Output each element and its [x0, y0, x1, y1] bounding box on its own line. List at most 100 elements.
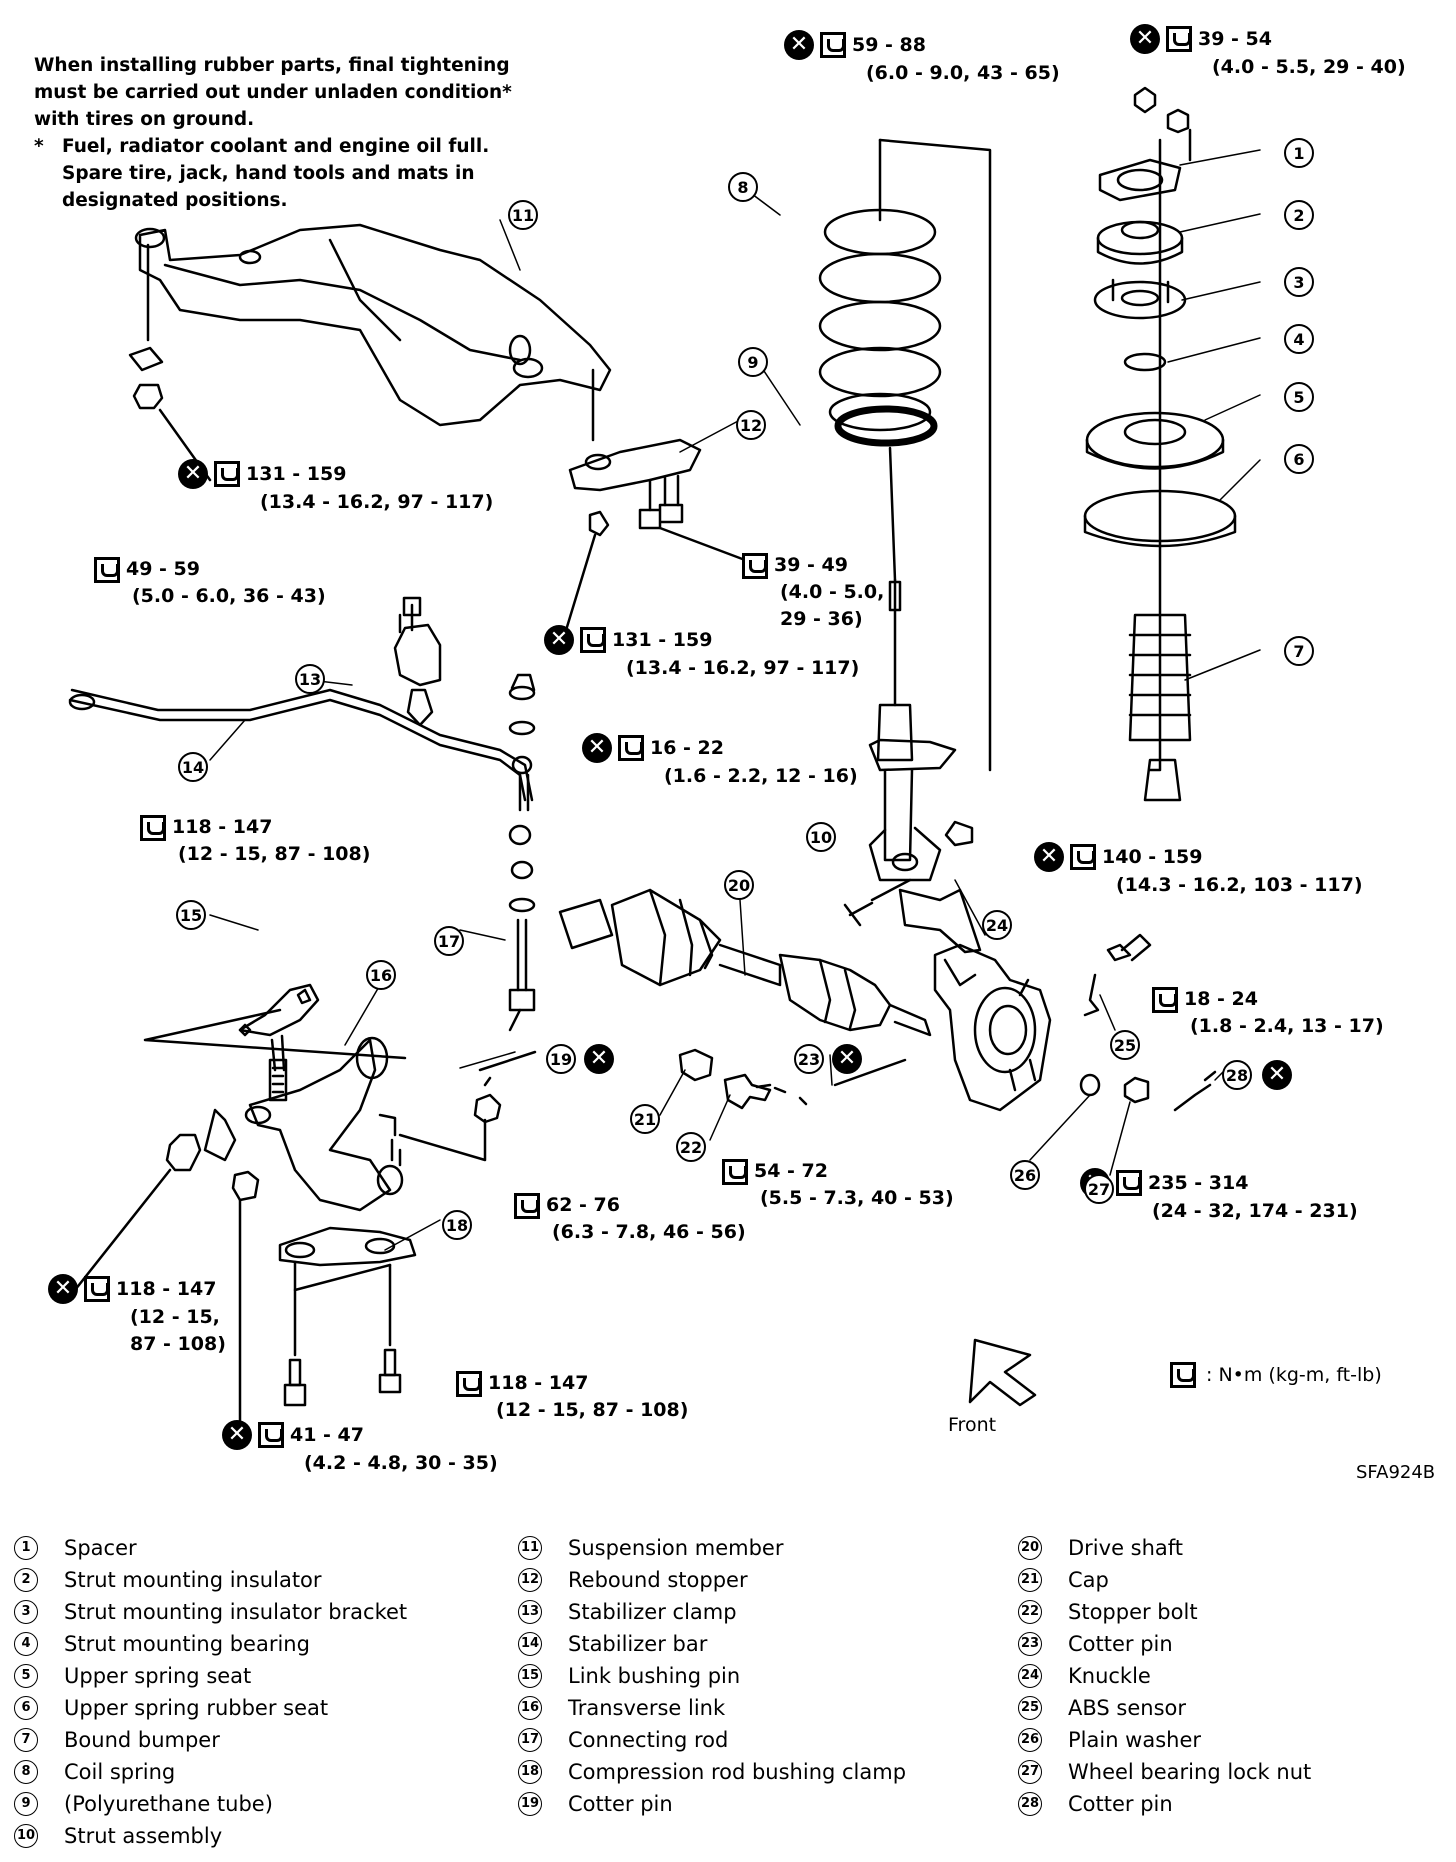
front-arrow: [968, 1338, 1037, 1407]
replace-icon: ✕: [584, 1044, 614, 1074]
suspension-member-drawing: [128, 223, 612, 482]
torque-wrench-icon: [820, 32, 846, 58]
callout-2: 2: [1284, 200, 1314, 230]
compression-clamp-drawing: [278, 1226, 417, 1407]
reference-code: SFA924B: [1356, 1462, 1436, 1483]
note-line-3: with tires on ground.: [34, 109, 255, 130]
callout-10: 10: [806, 822, 836, 852]
replace-icon: ✕: [544, 625, 574, 655]
callout-11: 11: [508, 200, 538, 230]
torque-wrench-icon: [1152, 986, 1178, 1013]
torque-spec: ✕131 - 159 (13.4 - 16.2, 97 - 117): [178, 459, 493, 516]
knuckle-drawing: [933, 943, 1052, 1112]
coil-spring-drawing: [818, 138, 992, 772]
callout-12: 12: [736, 410, 766, 440]
callout-3: 3: [1284, 267, 1314, 297]
torque-spec: 18 - 24 (1.8 - 2.4, 13 - 17): [1152, 986, 1384, 1040]
footnote-line-1: Fuel, radiator coolant and engine oil fu…: [62, 136, 490, 157]
callout-18: 18: [442, 1210, 472, 1240]
torque-spec: 54 - 72 (5.5 - 7.3, 40 - 53): [722, 1158, 954, 1212]
transverse-link-drawing: [244, 1036, 404, 1212]
small-parts-drawing: [398, 1048, 1217, 1162]
torque-spec: 118 - 147 (12 - 15, 87 - 108): [456, 1370, 688, 1424]
legend-item: 9(Polyurethane tube): [14, 1788, 407, 1820]
replace-icon: ✕: [178, 459, 208, 489]
callout-1: 1: [1284, 138, 1314, 168]
callout-24: 24: [982, 910, 1012, 940]
torque-spec: ✕131 - 159 (13.4 - 16.2, 97 - 117): [544, 625, 859, 682]
callout-21: 21: [630, 1104, 660, 1134]
footnote-line-2: Spare tire, jack, hand tools and mats in: [62, 163, 475, 184]
units-text: : N•m (kg-m, ft-lb): [1206, 1364, 1382, 1386]
link-bushing-pin-drawing: [143, 983, 407, 1102]
torque-spec: 62 - 76 (6.3 - 7.8, 46 - 56): [514, 1192, 746, 1246]
note-line-2: must be carried out under unladen condit…: [34, 82, 512, 103]
torque-wrench-icon: [84, 1276, 110, 1302]
callout-13: 13: [295, 664, 325, 694]
replace-icon: ✕: [222, 1420, 252, 1450]
callout-4: 4: [1284, 324, 1314, 354]
torque-wrench-icon: [580, 627, 606, 653]
torque-wrench-icon: [722, 1158, 748, 1185]
installation-note: When installing rubber parts, final tigh…: [34, 52, 554, 214]
torque-spec: ✕16 - 22 (1.6 - 2.2, 12 - 16): [582, 733, 858, 790]
torque-spec: ✕41 - 47 (4.2 - 4.8, 30 - 35): [222, 1420, 498, 1477]
replace-icon: ✕: [1130, 24, 1160, 54]
strut-top-parts-drawing: [1083, 86, 1237, 802]
replace-icon: ✕: [832, 1044, 862, 1074]
torque-spec: 118 - 147 (12 - 15, 87 - 108): [140, 814, 370, 868]
bushings-drawing: [73, 1108, 260, 1432]
torque-wrench-icon: [1166, 26, 1192, 52]
torque-spec: ✕59 - 88 (6.0 - 9.0, 43 - 65): [784, 30, 1060, 87]
torque-spec: ✕39 - 54 (4.0 - 5.5, 29 - 40): [1130, 24, 1406, 81]
footnote-line-3: designated positions.: [62, 190, 288, 211]
replace-icon: ✕: [48, 1274, 78, 1304]
torque-wrench-icon: [742, 552, 768, 579]
callout-15: 15: [176, 900, 206, 930]
replace-icon: ✕: [582, 733, 612, 763]
callout-22: 22: [676, 1132, 706, 1162]
torque-wrench-icon: [514, 1192, 540, 1219]
torque-wrench-icon: [456, 1370, 482, 1397]
strut-assembly-drawing: [843, 578, 982, 954]
torque-wrench-icon: [618, 735, 644, 761]
replace-icon: ✕: [1262, 1060, 1292, 1090]
torque-wrench-icon: [94, 556, 120, 583]
torque-wrench-icon: [1070, 844, 1096, 870]
units-legend: : N•m (kg-m, ft-lb): [1170, 1362, 1382, 1388]
torque-spec: ✕140 - 159 (14.3 - 16.2, 103 - 117): [1034, 842, 1363, 899]
rebound-stopper-drawing: [558, 438, 747, 652]
connecting-rod-drawing: [508, 673, 536, 1032]
note-line-1: When installing rubber parts, final tigh…: [34, 55, 510, 76]
callout-19: 19: [546, 1044, 576, 1074]
callout-6: 6: [1284, 444, 1314, 474]
front-label: Front: [948, 1414, 997, 1436]
callout-8: 8: [728, 172, 758, 202]
callout-20: 20: [724, 870, 754, 900]
torque-spec: ✕118 - 147 (12 - 15, 87 - 108): [48, 1274, 226, 1358]
